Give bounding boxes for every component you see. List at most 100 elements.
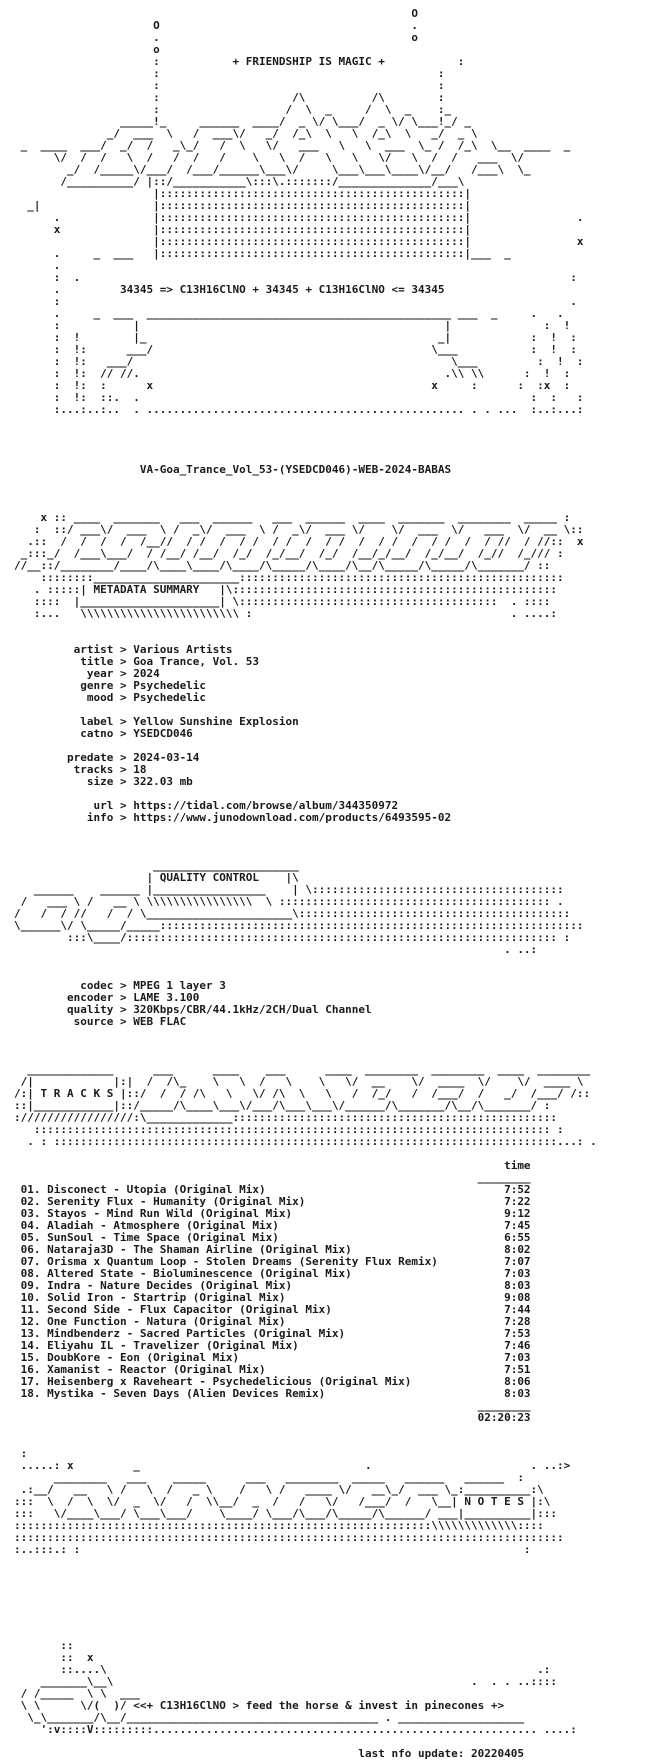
ascii-art-line: : !: ___/ \___ : ! : <box>14 355 584 368</box>
ascii-art-line: : !: : x x : : :x : <box>14 379 571 392</box>
metadata-artist: artist > Various Artists <box>14 643 233 656</box>
track-row: 09. Indra - Nature Decides (Original Mix… <box>14 1279 531 1292</box>
blank-line <box>14 1424 640 1436</box>
ascii-art-line: ______________________ <box>14 859 299 872</box>
nfo-document: O O . . o o : + FRIENDSHIP IS MAGIC <box>14 8 640 1760</box>
blank-line <box>14 1604 640 1616</box>
ascii-art-line: :: <box>14 1639 74 1652</box>
metadata-size: size > 322.03 mb <box>14 775 193 788</box>
track-row: 14. Eliyahu IL - Travelizer (Original Mi… <box>14 1339 531 1352</box>
blank-line <box>14 1040 640 1052</box>
ascii-art-line: \/ / / \ / / / / \ \ / \ \ \/ \ / / ___ … <box>14 151 524 164</box>
track-row: 10. Solid Iron - Startrip (Original Mix)… <box>14 1291 531 1304</box>
ascii-art-line: / ___ \ / __ \ \\\\\\\\\\\\\\\\ \ ::::::… <box>14 895 564 908</box>
footer-last-update: last nfo update: 20220405 <box>14 1747 524 1760</box>
ascii-art-line: o <box>14 43 160 56</box>
ascii-art-line: ::::::::::::::::::::::::::::::::::::::::… <box>14 1531 564 1544</box>
blank-line <box>14 1628 640 1640</box>
ascii-art-line: : | | : ! <box>14 319 571 332</box>
track-row: 15. DoubKore - Eon (Original Mix) 7:03 <box>14 1351 531 1364</box>
ascii-art-line: : . <box>14 295 577 308</box>
blank-line <box>14 956 640 968</box>
ascii-art-line: _______\__\ . . . ..:::: <box>14 1675 558 1688</box>
ascii-art-line: .:__/ __ \ / \ / _ \ / \ / ____ \/ __\_/… <box>14 1483 544 1496</box>
metadata-label: label > Yellow Sunshine Explosion <box>14 715 299 728</box>
track-row: 12. One Function - Natura (Original Mix)… <box>14 1315 531 1328</box>
ascii-art-line: .....: x _ . . ..:> <box>14 1459 571 1472</box>
ascii-art-line: :: x <box>14 1651 94 1664</box>
ascii-art-line: ::::::::::::::::::::::::::::::::::::::::… <box>14 1123 564 1136</box>
metadata-predate: predate > 2024-03-14 <box>14 751 200 764</box>
ascii-art-line: ______ ______ |_________________ | \::::… <box>14 883 564 896</box>
metadata-genre: genre > Psychedelic <box>14 679 207 692</box>
track-row: 17. Heisenberg x Raveheart - Psychedelic… <box>14 1375 531 1388</box>
blank-line <box>14 1736 640 1748</box>
formula-banner: . 34345 => C13H16ClNO + 34345 + C13H16Cl… <box>14 283 445 296</box>
ascii-art-line: : !: ::. . : : : <box>14 391 584 404</box>
ascii-art-line: _:::_/ /___\___/ / /__/ /__/ /_/ /_/__/ … <box>14 547 564 560</box>
quality-quality: quality > 320Kbps/CBR/44.1kHz/2CH/Dual C… <box>14 1003 372 1016</box>
quality-encoder: encoder > LAME 3.100 <box>14 991 200 1004</box>
track-row: 05. SunSoul - Time Space (Original Mix) … <box>14 1231 531 1244</box>
ascii-art-line: . _ ___ |:::::::::::::::::::::::::::::::… <box>14 247 511 260</box>
quality-source: source > WEB FLAC <box>14 1015 187 1028</box>
ascii-art-line: : / \ _ / \ _ :_ <box>14 103 452 116</box>
ascii-art-line: ://///////////////:\_____________:::::::… <box>14 1111 558 1124</box>
release-name: VA-Goa_Trance_Vol_53-(YSEDCD046)-WEB-202… <box>14 463 452 476</box>
section-title-metadata: . :::::| METADATA SUMMARY |\::::::::::::… <box>14 583 558 596</box>
blank-line <box>14 824 640 836</box>
ascii-art-line: . : ::::::::::::::::::::::::::::::::::::… <box>14 1135 597 1148</box>
ascii-art-line: : ::/ ___\/ ___ \ / _\/ ___ \ / _\/ ___ … <box>14 523 584 536</box>
ascii-art-line: ::: \/____\___/ \___\___/ \____/ \___/\_… <box>14 1507 558 1520</box>
ascii-art-line: x |:::::::::::::::::::::::::::::::::::::… <box>14 223 471 236</box>
ascii-art-line: . <box>14 259 61 272</box>
ascii-art-line: ::|____________|::/_____/\____\___\/___/… <box>14 1099 551 1112</box>
blank-line <box>14 1580 640 1592</box>
blank-line <box>14 476 640 488</box>
ascii-art-line: _| |::::::::::::::::::::::::::::::::::::… <box>14 199 471 212</box>
blank-line <box>14 1616 640 1628</box>
ascii-art-line: :... \\\\\\\\\\\\\\\\\\\\\\\\ : . ....: <box>14 607 558 620</box>
metadata-url: url > https://tidal.com/browse/album/344… <box>14 799 399 812</box>
track-row: 07. Orisma x Quantum Loop - Stolen Dream… <box>14 1255 531 1268</box>
ascii-art-line: . ..: <box>14 943 538 956</box>
track-row: 03. Stayos - Mind Run Wild (Original Mix… <box>14 1207 531 1220</box>
header-text: : + FRIENDSHIP IS MAGIC + : <box>14 55 465 68</box>
blank-line <box>14 416 640 428</box>
track-row: 04. Aladiah - Atmosphere (Original Mix) … <box>14 1219 531 1232</box>
ascii-art-line: x :: ____ _______ ___ ______ ___ ______ … <box>14 511 571 524</box>
ascii-art-line: _ ____ ___/ _/ / _\_/ / \ \/ ___ \ \ ___… <box>14 139 571 152</box>
ascii-art-line: .:: / / / / /__// / / / / / / / / / / / … <box>14 535 584 548</box>
ascii-art-line: :::: |_____________________| \::::::::::… <box>14 595 551 608</box>
ascii-art-line: / / / // / / \______________________\:::… <box>14 907 571 920</box>
metadata-info: info > https://www.junodownload.com/prod… <box>14 811 452 824</box>
ascii-art-line: _____!_ ______ ____/ _ \/ \___/ _ \/ \__… <box>14 115 471 128</box>
blank-line <box>14 428 640 440</box>
blank-line <box>14 1028 640 1040</box>
ascii-art-line: //__::/________/____/\____\____/\____/\_… <box>14 559 551 572</box>
tracklist-total: 02:20:23 <box>14 1411 531 1424</box>
section-title-quality: | QUALITY CONTROL |\ <box>14 871 299 884</box>
metadata-catno: catno > YSEDCD046 <box>14 727 193 740</box>
footer-tagline: \ \ \/( )/ <<+ C13H16ClNO > feed the hor… <box>14 1699 505 1712</box>
ascii-art-line: /__________/ |::/___________\:::\.::::::… <box>14 175 465 188</box>
track-row: 08. Altered State - Bioluminescence (Ori… <box>14 1267 531 1280</box>
ascii-art-line: : <box>14 1447 28 1460</box>
metadata-year: year > 2024 <box>14 667 160 680</box>
blank-line <box>14 620 640 632</box>
track-row: 01. Disconect - Utopia (Original Mix) 7:… <box>14 1183 531 1196</box>
quality-codec: codec > MPEG 1 layer 3 <box>14 979 226 992</box>
ascii-art-line: |:::::::::::::::::::::::::::::::::::::::… <box>14 235 584 248</box>
ascii-art-line: . o <box>14 31 418 44</box>
time-rule: ________ <box>14 1399 531 1412</box>
ascii-art-line: : ! |_ _| : ! : <box>14 331 577 344</box>
track-row: 02. Serenity Flux - Humanity (Original M… <box>14 1195 531 1208</box>
ascii-art-line: :...:..:.. . ...........................… <box>14 403 584 416</box>
ascii-art-line: /| |:| / /\_ \ \ / \ \ \/ __ \/ ____ \/ … <box>14 1075 584 1088</box>
track-row: 06. Nataraja3D - The Shaman Airline (Ori… <box>14 1243 531 1256</box>
ascii-art-line: ::::::::______________________::::::::::… <box>14 571 564 584</box>
time-header: time <box>14 1159 531 1172</box>
ascii-art-line: ::....\ .: <box>14 1663 551 1676</box>
metadata-tracks: tracks > 18 <box>14 763 147 776</box>
track-row: 11. Second Side - Flux Capacitor (Origin… <box>14 1303 531 1316</box>
